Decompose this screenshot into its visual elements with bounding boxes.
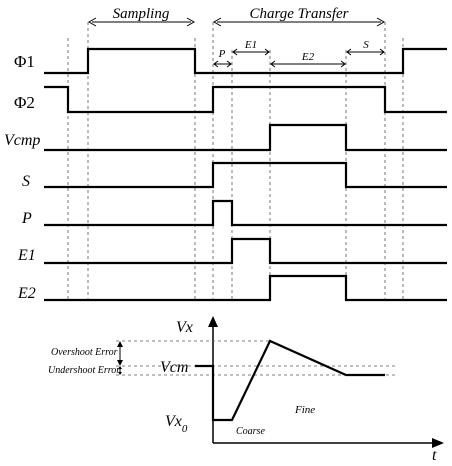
phi2-label: Φ2: [14, 93, 35, 112]
waveforms: [44, 47, 447, 302]
sampling-label: Sampling: [113, 6, 170, 22]
vx0-label-subscript: 0: [182, 423, 188, 435]
coarse-label: Coarse: [236, 426, 265, 437]
charge-transfer-label: Charge Transfer: [249, 6, 348, 22]
p-span-arrowheads: [213, 60, 232, 68]
e2-waveform: [44, 274, 447, 302]
vcmp-waveform: [44, 123, 447, 152]
e1-span-arrowheads: [232, 48, 270, 56]
e2-phase-label: E2: [301, 51, 315, 63]
overshoot-arrowhead-up: [117, 341, 123, 347]
e2-label: E2: [17, 285, 36, 302]
e1-waveform: [44, 237, 447, 265]
vx-waveform: [195, 339, 385, 422]
phase-annotations: Sampling Charge Transfer P E1 E2 S: [87, 6, 386, 68]
phi1-label: Φ1: [14, 52, 35, 71]
time-guides: [67, 22, 404, 300]
vcmp-label: Vcmp: [4, 132, 40, 149]
e2-span-arrowheads: [270, 60, 346, 68]
p-phase-label: P: [218, 48, 226, 60]
vcm-label: Vcm: [160, 359, 188, 376]
vx-plot: Vx t Vcm Vx0 Overshoot Error Undershoot …: [48, 316, 444, 464]
sampling-arrow-left: [87, 17, 97, 27]
undershoot-error-label: Undershoot Error: [48, 365, 120, 376]
vx0-label-main: Vx: [165, 413, 182, 430]
e1-label: E1: [17, 247, 36, 264]
sampling-arrow-right: [186, 17, 196, 27]
overshoot-error-label: Overshoot Error: [51, 347, 118, 358]
s-span-arrowheads: [346, 48, 385, 56]
time-axis-arrowhead: [432, 438, 444, 448]
phi2-waveform: [44, 85, 447, 114]
vx-axis-label: Vx: [176, 319, 193, 336]
e1-phase-label: E1: [244, 39, 257, 51]
undershoot-arrowhead-up: [118, 366, 122, 369]
s-phase-label: S: [363, 39, 369, 51]
s-waveform: [44, 161, 447, 189]
overshoot-arrowhead-down: [117, 360, 123, 366]
phi1-waveform: [44, 47, 447, 75]
vx-y-axis-arrowhead: [208, 316, 218, 327]
s-label: S: [22, 173, 30, 190]
vx0-label: Vx0: [165, 413, 188, 435]
charge-transfer-arrow-left: [212, 17, 222, 27]
fine-label: Fine: [294, 404, 315, 416]
p-waveform: [44, 199, 447, 227]
undershoot-arrowhead-down: [118, 372, 122, 375]
charge-transfer-arrow-right: [376, 17, 386, 27]
p-label: P: [21, 210, 32, 227]
signal-labels: Φ1 Φ2 Vcmp S P E1 E2: [4, 52, 40, 302]
t-axis-label: t: [432, 447, 437, 464]
